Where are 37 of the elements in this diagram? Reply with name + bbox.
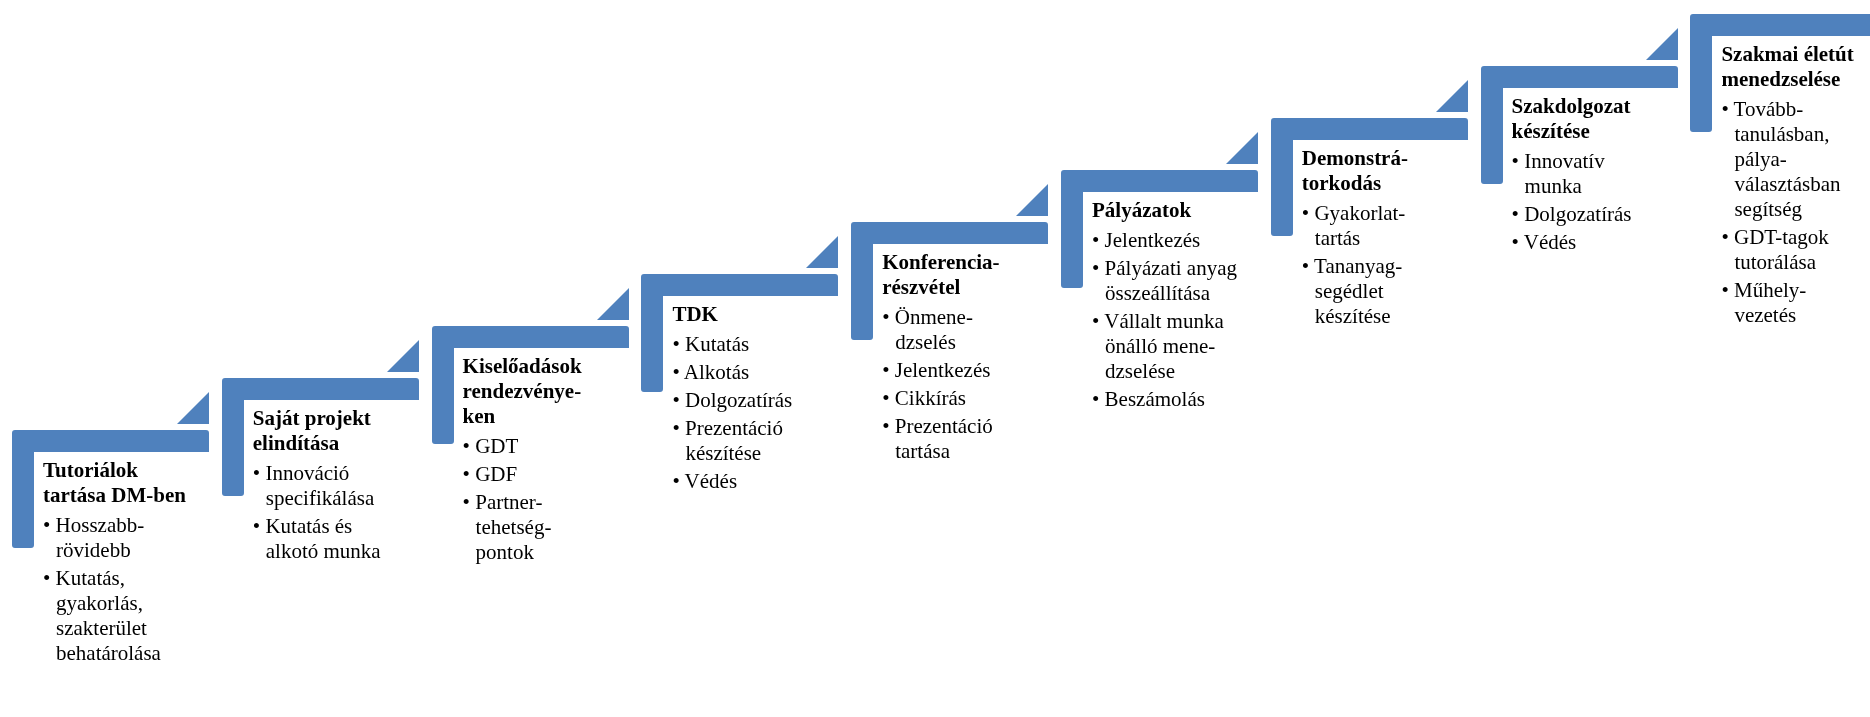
bullet-item: • Védés	[1511, 230, 1578, 255]
step-heading: Kiselőadások rendezvénye-ken	[462, 354, 583, 429]
step-heading: Pályázatok	[1092, 198, 1193, 223]
bullet-item: • Jelentkezés	[1092, 228, 1202, 253]
bullet-item: • Kutatás, gyakorlás, szakterület behatárolása	[43, 566, 162, 666]
bullet-item: • GDF	[462, 462, 519, 487]
bullet-item: • Pályázati anyag összeállítása	[1092, 256, 1238, 306]
bullet-item: • Kutatás	[672, 332, 751, 357]
step-heading: Szakmai életút menedzselése	[1721, 42, 1855, 92]
bullet-item: • Cikkírás	[882, 386, 967, 411]
bullet-item: • Partner-tehetség-pontok	[462, 490, 553, 565]
bullet-item: • Műhely-vezetés	[1721, 278, 1808, 328]
bullet-item: • Gyakorlat-tartás	[1301, 201, 1407, 251]
step-heading: Demonstrá-torkodás	[1301, 146, 1409, 196]
bullet-item: • Dolgozatírás	[1511, 202, 1633, 227]
step-heading: TDK	[672, 302, 719, 327]
bullet-item: • Beszámolás	[1092, 387, 1206, 412]
bullet-item: • Önmene-dzselés	[882, 305, 974, 355]
bullet-item: • Hosszabb-rövidebb	[43, 513, 146, 563]
bullet-item: • Dolgozatírás	[672, 388, 794, 413]
bullet-item: • Kutatás és alkotó munka	[252, 514, 382, 564]
bullet-item: • GDT	[462, 434, 520, 459]
bullet-item: • Jelentkezés	[882, 358, 992, 383]
bullet-item: • Prezentáció készítése	[672, 416, 784, 466]
bullet-item: • Vállalt munka önálló mene-dzselése	[1092, 309, 1225, 384]
bullet-item: • Innovatív munka	[1511, 149, 1606, 199]
bullet-item: • Tovább-tanulásban, pálya-választásban segítség	[1721, 97, 1842, 222]
bullet-item: • Védés	[672, 469, 739, 494]
step-heading: Szakdolgozat készítése	[1511, 94, 1632, 144]
bullet-item: • GDT-tagok tutorálása	[1721, 225, 1830, 275]
bullet-item: • Tananyag-segédlet készítése	[1301, 254, 1404, 329]
step-heading: Konferencia-részvétel	[882, 250, 1001, 300]
step-heading: Saját projekt elindítása	[252, 406, 372, 456]
bullet-item: • Alkotás	[672, 360, 751, 385]
step-heading: Tutoriálok tartása DM-ben	[43, 458, 187, 508]
bullet-item: • Innováció specifikálása	[252, 461, 376, 511]
bullet-item: • Prezentáció tartása	[882, 414, 994, 464]
